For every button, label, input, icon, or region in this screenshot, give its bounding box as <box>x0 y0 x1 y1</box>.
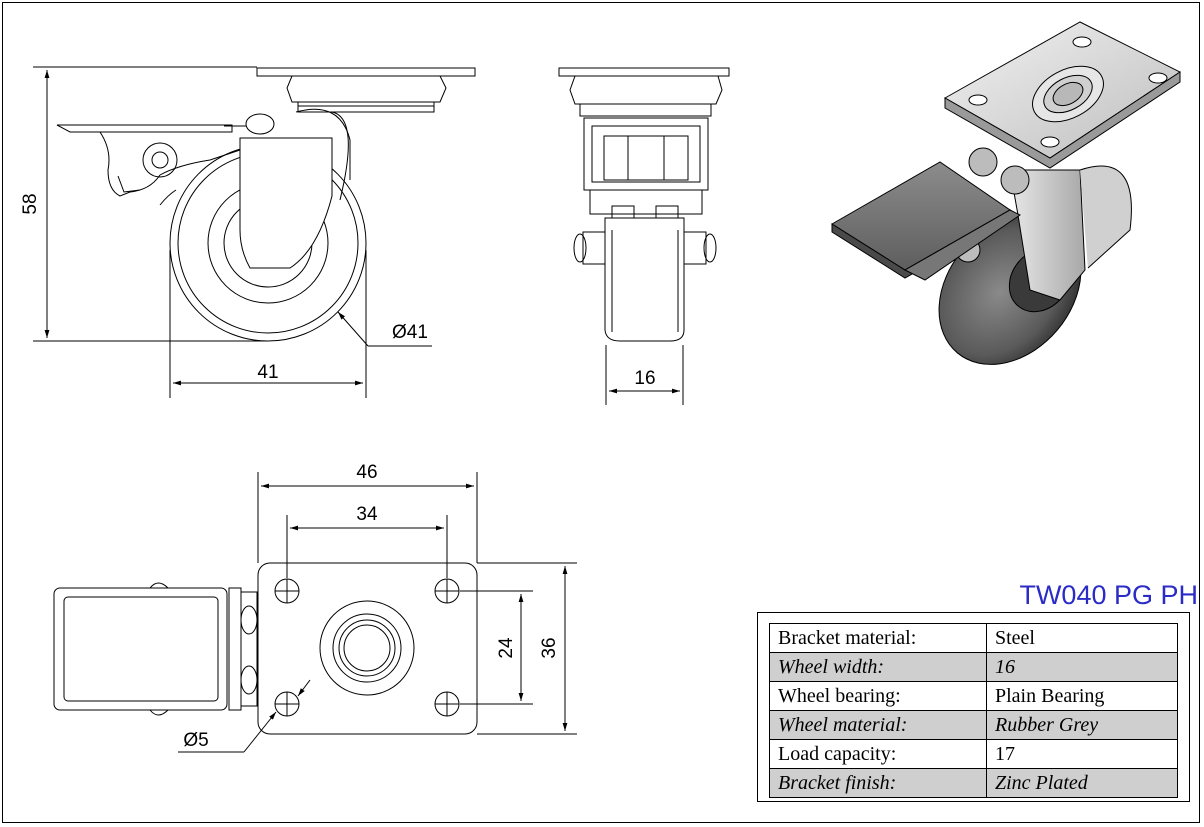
hole-spacing-y-dimension: 24 <box>496 637 517 659</box>
hole-spacing-x-dimension: 34 <box>356 504 378 525</box>
spec-value: Zinc Plated <box>986 768 1178 798</box>
spec-label: Wheel width: <box>769 652 987 682</box>
top-dimensions <box>178 472 577 753</box>
top-swivel-center <box>319 600 415 696</box>
part-number-title: TW040 PG PH <box>1019 580 1198 610</box>
height-dimension: 58 <box>20 193 41 214</box>
side-top-plate <box>256 67 476 77</box>
spec-label: Wheel bearing: <box>769 681 987 711</box>
spec-label: Bracket material: <box>769 623 987 653</box>
top-brake-pedal <box>53 587 228 711</box>
hole-diameter-dimension: Ø5 <box>183 730 208 751</box>
plate-height-dimension: 36 <box>539 637 560 658</box>
side-dimensions <box>33 66 432 398</box>
spec-value: Plain Bearing <box>986 681 1178 711</box>
spec-value: 17 <box>986 739 1178 769</box>
side-width-dimension: 41 <box>257 362 278 383</box>
top-view <box>53 562 478 735</box>
spec-value: Steel <box>986 623 1178 653</box>
spec-table: Bracket material: Steel Wheel width: 16 … <box>769 623 1178 798</box>
spec-label: Bracket finish: <box>769 768 987 798</box>
wheel-diameter-dimension: Ø41 <box>392 322 428 343</box>
spec-label: Wheel material: <box>769 710 987 740</box>
spec-row: Wheel width: 16 <box>769 652 1178 682</box>
spec-row: Bracket finish: Zinc Plated <box>769 768 1178 798</box>
spec-row: Load capacity: 17 <box>769 739 1178 769</box>
spec-value: Rubber Grey <box>986 710 1178 740</box>
plate-width-dimension: 46 <box>356 462 377 483</box>
side-bracket <box>239 137 333 269</box>
isometric-view <box>831 21 1181 365</box>
spec-row: Bracket material: Steel <box>769 623 1178 653</box>
spec-label: Load capacity: <box>769 739 987 769</box>
top-mount-plate <box>257 562 478 735</box>
side-brake-lever <box>56 124 233 133</box>
side-swivel-housing <box>286 75 447 103</box>
front-top-plate <box>558 67 730 77</box>
spec-row: Wheel material: Rubber Grey <box>769 710 1178 740</box>
front-wheel <box>604 217 685 342</box>
side-view <box>56 67 476 342</box>
front-view <box>558 67 730 342</box>
spec-value: 16 <box>986 652 1178 682</box>
front-bracket <box>583 117 709 191</box>
front-dimensions <box>605 345 684 405</box>
front-width-dimension: 16 <box>634 368 655 389</box>
spec-row: Wheel bearing: Plain Bearing <box>769 681 1178 711</box>
